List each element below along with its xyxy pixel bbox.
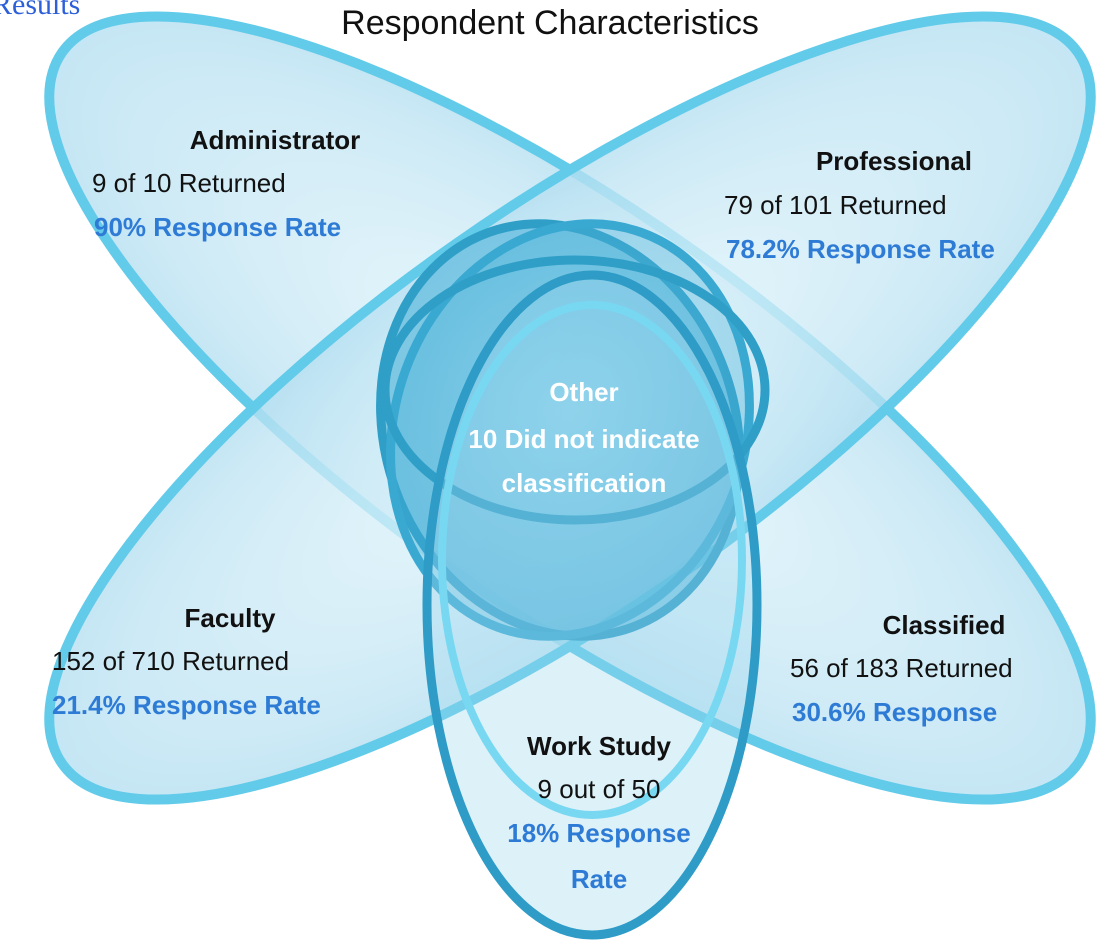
- center-ring-horizontal: [380, 255, 770, 525]
- professional-rate: 78.2% Response Rate: [726, 234, 995, 264]
- faculty-rate: 21.4% Response Rate: [52, 690, 321, 720]
- faculty-returned: 152 of 710 Returned: [52, 646, 290, 676]
- faculty-heading: Faculty: [184, 603, 276, 633]
- work-study-rate-line-2: Rate: [570, 864, 628, 894]
- professional-returned: 79 of 101 Returned: [724, 190, 947, 220]
- professional-heading: Professional: [815, 146, 973, 176]
- page-title: Respondent Characteristics: [341, 4, 759, 42]
- classified-rate: 30.6% Response: [792, 697, 998, 727]
- other-heading: Other: [549, 377, 619, 407]
- classified-heading: Classified: [882, 610, 1006, 640]
- classified-returned: 56 of 183 Returned: [790, 653, 1013, 683]
- work-study-heading: Work Study: [527, 731, 671, 761]
- work-study-inner-ring: [438, 301, 746, 819]
- administrator-heading: Administrator: [189, 125, 361, 155]
- work-study-returned: 9 out of 50: [537, 774, 661, 804]
- work-study-rate-line-1: 18% Response: [507, 818, 691, 848]
- other-line-1: 10 Did not indicate: [468, 424, 700, 454]
- administrator-rate: 90% Response Rate: [94, 212, 342, 242]
- administrator-returned: 9 of 10 Returned: [92, 168, 286, 198]
- other-line-2: classification: [501, 468, 667, 498]
- results-label: Results: [0, 0, 81, 21]
